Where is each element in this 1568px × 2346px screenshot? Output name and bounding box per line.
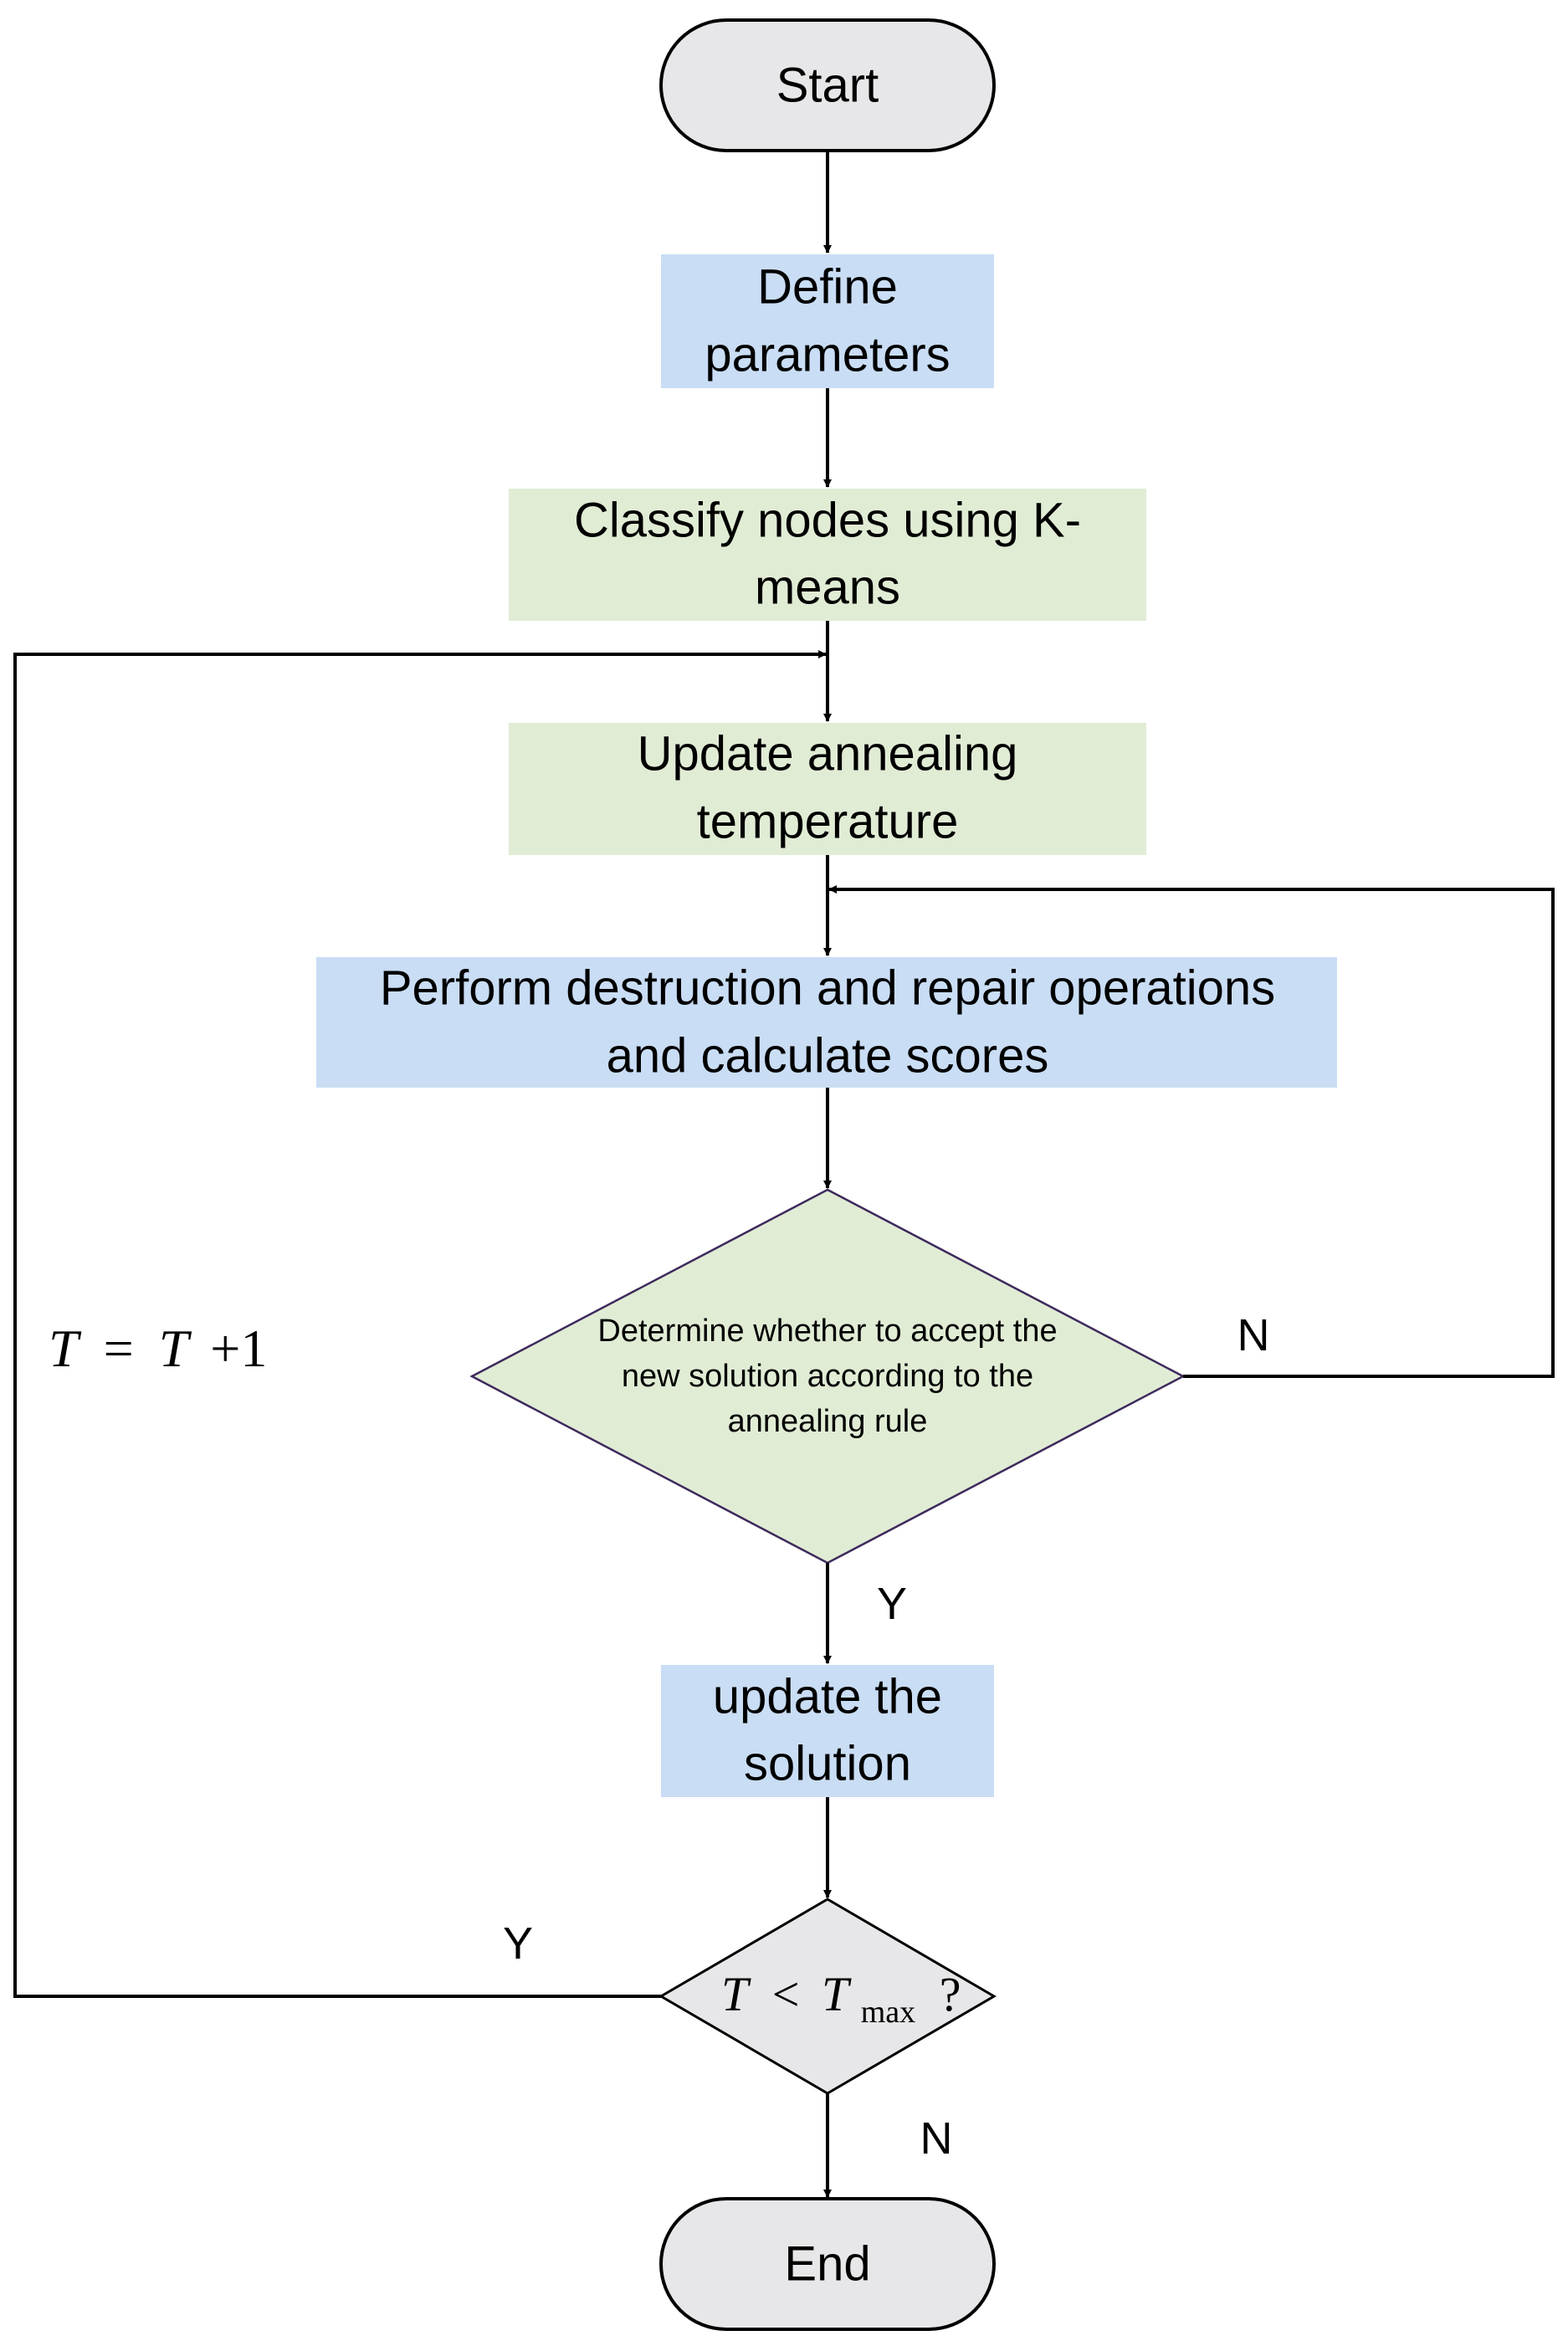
update-solution-node: update the solution (661, 1665, 994, 1797)
define-parameters-line1: Define (757, 260, 898, 315)
acceptance-decision-line2: new solution according to the (622, 1359, 1033, 1394)
temperature-check-var: T (721, 1967, 751, 2021)
update-temperature-line2: temperature (697, 795, 959, 849)
arrow-check-yes-loop (13, 650, 827, 1998)
check-no-label: N (920, 2113, 953, 2164)
temperature-check-tvar: T (822, 1967, 852, 2021)
update-temperature-node: Update annealing temperature (509, 723, 1146, 855)
end-node: End (659, 2197, 996, 2331)
end-terminal-shape (659, 2197, 996, 2331)
loop-increment-rhs-rest: +1 (210, 1319, 267, 1378)
loop-increment-rhs-var: T (159, 1319, 192, 1378)
define-parameters-node: Define parameters (661, 254, 994, 388)
perform-operations-node: Perform destruction and repair operation… (316, 957, 1337, 1088)
update-solution-line1: update the (713, 1670, 942, 1724)
update-solution-box (661, 1665, 994, 1797)
define-parameters-box (661, 254, 994, 388)
arrow-decision-no-loop (828, 885, 1555, 1378)
temperature-check-node: T < T max ? (658, 1898, 997, 2095)
update-solution-line2: solution (744, 1737, 911, 1791)
perform-operations-line2: and calculate scores (607, 1029, 1049, 1083)
end-label: End (784, 2237, 870, 2292)
check-yes-label: Y (503, 1918, 533, 1969)
perform-operations-line1: Perform destruction and repair operation… (380, 961, 1275, 1016)
update-temperature-box (509, 723, 1146, 855)
loop-increment-eq: = (104, 1319, 134, 1378)
temperature-check-condition: T < T max ? (721, 1967, 961, 2033)
start-label: Start (776, 59, 879, 113)
update-temperature-line1: Update annealing (638, 727, 1018, 781)
acceptance-decision-node: Determine whether to accept the new solu… (469, 1188, 1186, 1565)
define-parameters-line2: parameters (705, 328, 950, 382)
loop-increment-lhs: T (49, 1319, 82, 1378)
start-node: Start (659, 18, 996, 152)
decision-no-label: N (1237, 1310, 1270, 1360)
temperature-check-op: < (772, 1967, 800, 2021)
acceptance-decision-line1: Determine whether to accept the (597, 1314, 1057, 1349)
acceptance-decision-line3: annealing rule (728, 1404, 928, 1439)
classify-nodes-line1: Classify nodes using K- (574, 494, 1081, 548)
decision-yes-label: Y (877, 1579, 907, 1629)
classify-nodes-line2: means (755, 561, 900, 615)
temperature-check-subscript: max (861, 1995, 915, 2030)
loop-increment-label: T = T +1 (49, 1319, 267, 1378)
perform-operations-box (316, 957, 1337, 1088)
classify-nodes-box (509, 489, 1146, 621)
temperature-check-question: ? (940, 1967, 961, 2021)
classify-nodes-node: Classify nodes using K- means (509, 489, 1146, 621)
